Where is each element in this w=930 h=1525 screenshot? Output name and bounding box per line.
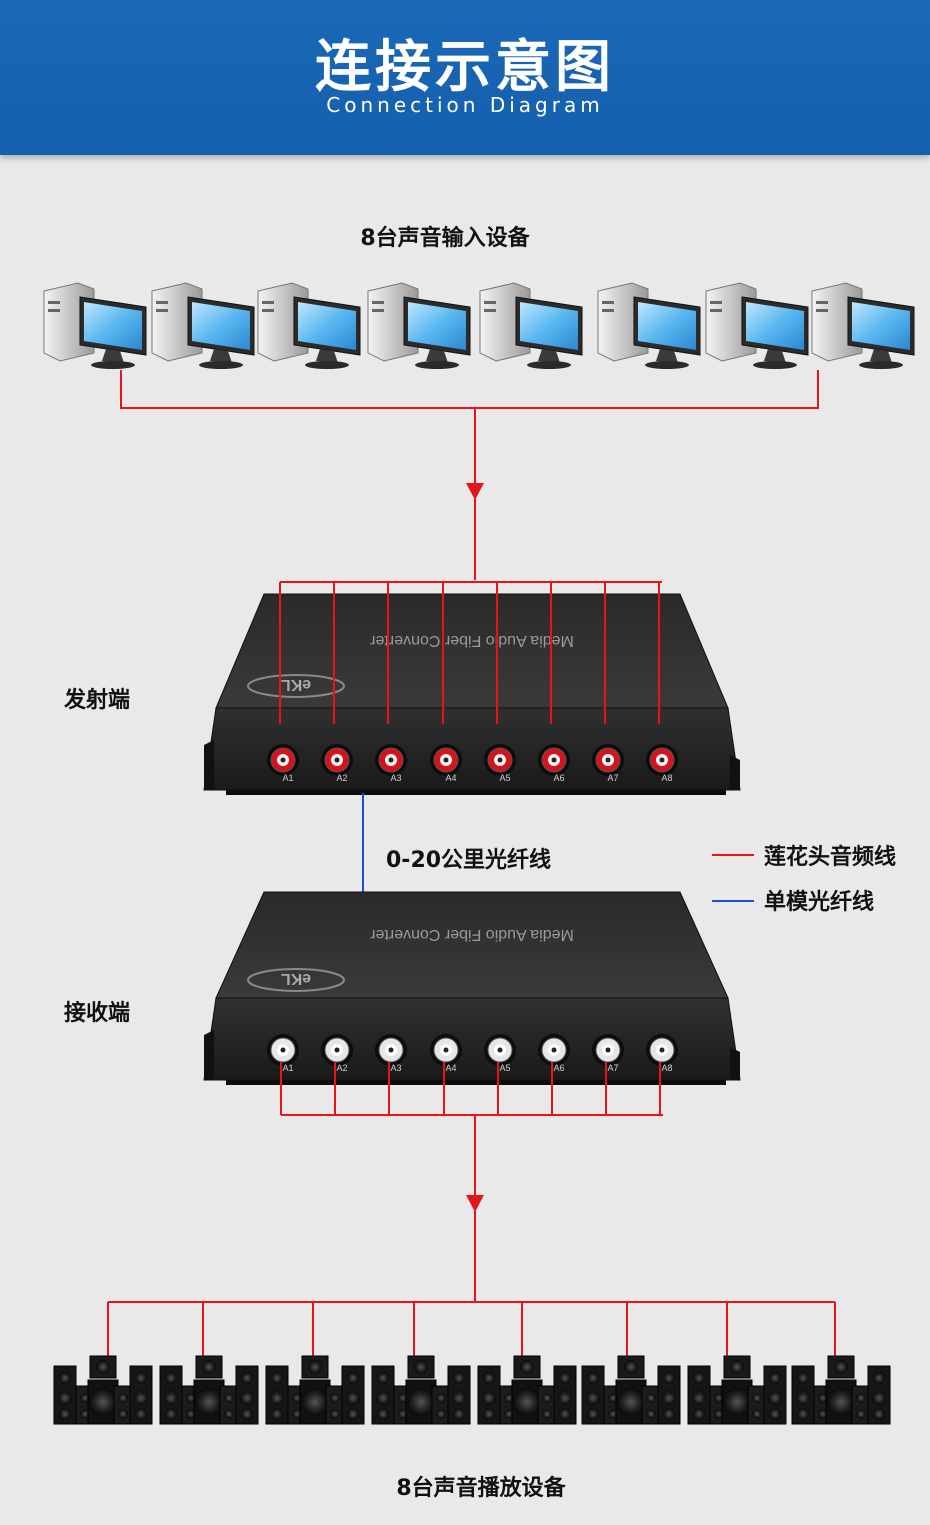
speaker-set-icon xyxy=(687,1355,787,1425)
port-label: A2 xyxy=(336,773,347,783)
svg-text:eKL: eKL xyxy=(281,676,311,693)
port-label: A7 xyxy=(607,1063,618,1073)
receiver-label: 接收端 xyxy=(64,1001,131,1026)
input-bus-line xyxy=(120,370,819,409)
rca-port: A6 xyxy=(538,1034,570,1073)
port-label: A6 xyxy=(553,773,564,783)
computer-icon xyxy=(151,282,255,369)
port-label: A7 xyxy=(607,773,618,783)
transmitter-audio-wires xyxy=(279,581,662,724)
speaker-row xyxy=(53,1355,891,1425)
speaker-set-icon xyxy=(265,1355,365,1425)
rca-port: A3 xyxy=(375,744,407,783)
rca-port: A4 xyxy=(430,1034,462,1073)
computer-icon xyxy=(43,282,147,369)
rca-port: A8 xyxy=(646,744,678,783)
page-subtitle: Connection Diagram xyxy=(326,93,604,117)
rca-port: A6 xyxy=(538,744,570,783)
svg-text:eKL: eKL xyxy=(281,970,311,987)
rca-port: A7 xyxy=(592,744,624,783)
fiber-distance-label: 0-20公里光纤线 xyxy=(386,848,552,873)
speaker-set-icon xyxy=(371,1355,471,1425)
transmitter-device: Media Audio Fiber Converter eKL A1 A2 A3 A4… xyxy=(203,593,741,795)
rca-port: A5 xyxy=(484,1034,516,1073)
port-label: A1 xyxy=(282,1063,293,1073)
port-label: A3 xyxy=(390,1063,401,1073)
port-label: A5 xyxy=(499,1063,510,1073)
computer-icon xyxy=(367,282,471,369)
receiver-device: Media Audio Fiber Converter eKL A1 A2 A3 A4… xyxy=(203,891,741,1085)
rca-port: A1 xyxy=(267,1034,299,1073)
speaker-set-icon xyxy=(159,1355,259,1425)
transmitter-ports: A1 A2 A3 A4 A5 A6 A7 A8 xyxy=(267,744,678,783)
computer-icon xyxy=(811,282,915,369)
output-audio-wires xyxy=(107,1301,836,1358)
port-label: A2 xyxy=(336,1063,347,1073)
computer-icon xyxy=(479,282,583,369)
input-audio-wires xyxy=(120,370,819,580)
rca-port: A4 xyxy=(430,744,462,783)
port-label: A4 xyxy=(445,773,456,783)
receiver-brand-logo: eKL xyxy=(247,968,345,992)
output-devices-label: 8台声音播放设备 xyxy=(396,1476,566,1501)
input-arrow xyxy=(466,483,484,500)
speaker-set-icon xyxy=(581,1355,681,1425)
receiver-ports: A1 A2 A3 A4 A5 A6 A7 A8 xyxy=(267,1034,678,1073)
port-label: A4 xyxy=(445,1063,456,1073)
computer-icon xyxy=(257,282,361,369)
port-label: A1 xyxy=(282,773,293,783)
receiver-audio-wires xyxy=(280,1062,663,1302)
rca-port: A2 xyxy=(321,744,353,783)
transmitter-brand-logo: eKL xyxy=(247,674,345,698)
rca-port: A1 xyxy=(267,744,299,783)
port-label: A8 xyxy=(661,1063,672,1073)
receiver-panel-text: Media Audio Fiber Converter xyxy=(370,926,574,943)
legend-audio-label: 莲花头音频线 xyxy=(764,845,897,870)
input-devices-label: 8台声音输入设备 xyxy=(360,226,530,251)
rca-port: A3 xyxy=(375,1034,407,1073)
speaker-set-icon xyxy=(53,1355,153,1425)
speaker-set-icon xyxy=(791,1355,891,1425)
computer-icon xyxy=(705,282,809,369)
computer-row xyxy=(43,282,915,369)
page-title: 连接示意图 xyxy=(315,35,615,100)
port-label: A8 xyxy=(661,773,672,783)
speaker-set-icon xyxy=(477,1355,577,1425)
legend-fiber-label: 单模光纤线 xyxy=(764,890,875,915)
transmitter-panel-text: Media Audio Fiber Converter xyxy=(370,632,574,649)
port-label: A6 xyxy=(553,1063,564,1073)
computer-icon xyxy=(597,282,701,369)
port-label: A3 xyxy=(390,773,401,783)
transmitter-label: 发射端 xyxy=(64,688,131,713)
output-arrow xyxy=(466,1195,484,1212)
rca-port: A8 xyxy=(646,1034,678,1073)
port-label: A5 xyxy=(499,773,510,783)
rca-port: A7 xyxy=(592,1034,624,1073)
header-banner: 连接示意图 Connection Diagram xyxy=(0,0,930,155)
rca-port: A2 xyxy=(321,1034,353,1073)
rca-port: A5 xyxy=(484,744,516,783)
